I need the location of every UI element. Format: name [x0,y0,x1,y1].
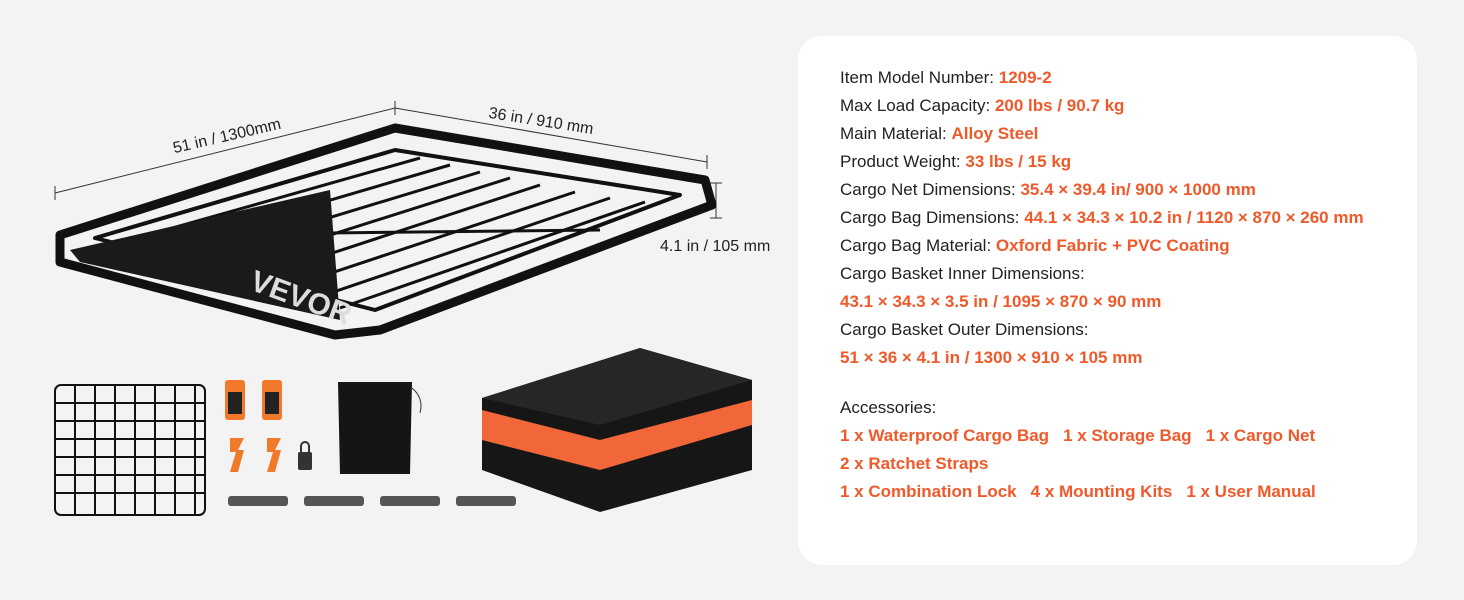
spec-row: Cargo Basket Outer Dimensions: [840,316,1364,344]
spec-row: Max Load Capacity: 200 lbs / 90.7 kg [840,92,1364,120]
height-dimension-label: 4.1 in / 105 mm [660,238,771,255]
spec-label: Item Model Number: [840,68,999,87]
storage-bag [338,382,422,474]
spec-label: Product Weight: [840,152,966,171]
spec-label: Cargo Bag Material: [840,236,996,255]
spec-row: Cargo Bag Material: Oxford Fabric + PVC … [840,232,1364,260]
spec-value: 51 × 36 × 4.1 in / 1300 × 910 × 105 mm [840,348,1143,367]
spec-row: 43.1 × 34.3 × 3.5 in / 1095 × 870 × 90 m… [840,288,1364,316]
accessory-item: 2 x Ratchet Straps [840,454,989,473]
cargo-bag [482,348,752,512]
spec-value: 44.1 × 34.3 × 10.2 in / 1120 × 870 × 260… [1024,208,1364,227]
accessories-line: 1 x Combination Lock 4 x Mounting Kits 1 x… [840,478,1330,506]
combination-lock-icon [298,441,312,470]
accessories-line: 2 x Ratchet Straps [840,450,1330,478]
spec-list: Item Model Number: 1209-2 Max Load Capac… [840,64,1364,372]
spec-card: Item Model Number: 1209-2 Max Load Capac… [798,36,1417,565]
spec-value: Oxford Fabric + PVC Coating [995,236,1230,255]
spec-row: Cargo Basket Inner Dimensions: [840,260,1364,288]
spec-row: Main Material: Alloy Steel [840,120,1364,148]
spec-row: Cargo Bag Dimensions: 44.1 × 34.3 × 10.2… [840,204,1364,232]
accessories-title: Accessories: [840,398,937,417]
spec-label: Cargo Bag Dimensions: [840,208,1025,227]
spec-row: Item Model Number: 1209-2 [840,64,1364,92]
accessory-item: 4 x Mounting Kits [1030,482,1173,501]
spec-label: Cargo Basket Outer Dimensions: [840,320,1089,339]
accessory-item: 1 x Storage Bag [1063,426,1192,445]
spec-value: 35.4 × 39.4 in/ 900 × 1000 mm [1020,180,1256,199]
mounting-kits [228,496,516,506]
spec-value: 1209-2 [998,68,1052,87]
dimension-lines [54,101,722,219]
spec-value: 43.1 × 34.3 × 3.5 in / 1095 × 870 × 90 m… [840,292,1162,311]
spec-label: Main Material: [840,124,952,143]
spec-label: Max Load Capacity: [840,96,995,115]
spec-label: Cargo Basket Inner Dimensions: [840,264,1085,283]
spec-row: 51 × 36 × 4.1 in / 1300 × 910 × 105 mm [840,344,1364,372]
product-illustration: VEVOR [54,101,752,516]
accessory-item: 1 x Cargo Net [1205,426,1316,445]
accessory-item: 1 x User Manual [1186,482,1316,501]
spec-value: Alloy Steel [951,124,1039,143]
roof-basket [55,123,717,340]
spec-row: Product Weight: 33 lbs / 15 kg [840,148,1364,176]
cargo-net [54,384,206,516]
spec-value: 200 lbs / 90.7 kg [994,96,1125,115]
spec-label: Cargo Net Dimensions: [840,180,1021,199]
accessory-item: 1 x Combination Lock [840,482,1017,501]
accessory-item: 1 x Waterproof Cargo Bag [840,426,1050,445]
ratchet-straps [225,380,282,472]
spec-row: Cargo Net Dimensions: 35.4 × 39.4 in/ 90… [840,176,1364,204]
spec-value: 33 lbs / 15 kg [965,152,1072,171]
accessories-line: 1 x Waterproof Cargo Bag 1 x Storage Bag 1… [840,422,1330,450]
